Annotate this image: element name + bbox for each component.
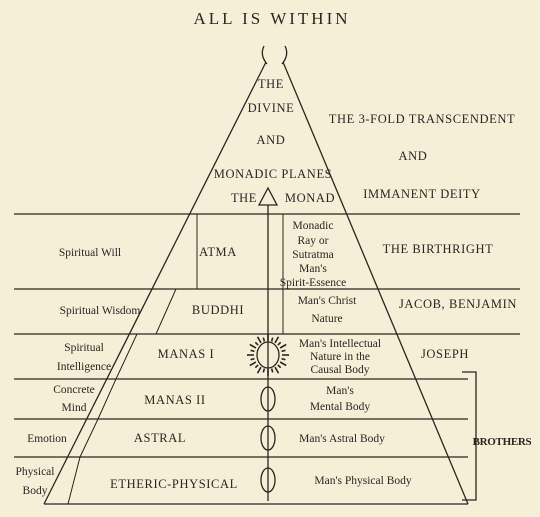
star-ray [249, 361, 257, 367]
manas2-inner-divider [97, 378, 117, 420]
star-ray [279, 361, 287, 367]
apex-right-hook [281, 45, 288, 65]
level-2-inner-label: Man's Intellectual [299, 338, 381, 350]
level-1-inner-label: Man's Christ [298, 295, 357, 307]
apex-line-and: AND [257, 133, 286, 147]
physical-body-oval-icon [260, 467, 276, 493]
level-1-right-label: JACOB, BENJAMIN [399, 297, 517, 311]
level-3-inner-label: Man's [326, 385, 354, 397]
star-ray [270, 368, 274, 373]
pyramid-left-side [43, 61, 267, 505]
star-ray [256, 336, 262, 344]
causal-body-oval-icon [256, 341, 280, 369]
level-0-inner-label: Man's [299, 263, 327, 275]
star-ray [274, 366, 280, 374]
level-4-left-label: Emotion [27, 433, 67, 445]
level-2-right-label: JOSEPH [421, 347, 469, 361]
star-ray [254, 364, 259, 369]
level-0-left-label: Spiritual Will [59, 247, 121, 259]
star-ray [270, 337, 274, 342]
apex-monad: MONAD [285, 191, 335, 205]
apex-line-divine: DIVINE [248, 101, 295, 115]
causal-body-star-icon [247, 334, 289, 376]
star-ray [250, 349, 255, 353]
level-0-inner-label: Monadic [293, 220, 334, 232]
level-2-left-label: Intelligence [57, 361, 111, 373]
level-0-right-label: THE BIRTHRIGHT [383, 242, 494, 256]
level-5-left-label: Body [23, 485, 48, 497]
level-2-left-label: Spiritual [64, 342, 104, 354]
level-5-plane-name: ETHERIC-PHYSICAL [110, 477, 238, 491]
astral-body-oval-icon [260, 425, 276, 451]
level-0-inner-label: Sutratma [292, 249, 334, 261]
level-3-left-label: Concrete [53, 384, 95, 396]
star-ray [281, 357, 286, 361]
deity-line-2: AND [399, 149, 428, 163]
deity-line-3: IMMANENT DEITY [363, 187, 481, 201]
star-ray [262, 337, 266, 342]
brothers-label: BROTHERS [473, 436, 532, 448]
star-ray [279, 343, 287, 349]
star-ray [277, 341, 282, 346]
brothers-bracket [462, 371, 477, 501]
level-3-plane-name: MANAS II [144, 393, 205, 407]
level-3-inner-label: Mental Body [310, 401, 371, 413]
apex-the: THE [231, 191, 257, 205]
level-1-inner-label: Nature [311, 313, 342, 325]
physical-inner-divider [67, 456, 81, 505]
star-ray [281, 349, 286, 353]
astral-inner-divider [79, 418, 99, 458]
monad-triangle-icon [257, 186, 279, 206]
level-4-plane-name: ASTRAL [134, 431, 186, 445]
level-0-plane-name: ATMA [199, 245, 237, 259]
star-ray [256, 366, 262, 374]
star-ray [249, 343, 257, 349]
level-3-left-label: Mind [62, 402, 87, 414]
level-2-inner-label: Nature in the [310, 351, 370, 363]
apex-left-hook [261, 45, 268, 65]
star-ray [250, 357, 255, 361]
level-0-inner-label: Spirit-Essence [280, 277, 346, 289]
star-ray [277, 364, 282, 369]
level-2-inner-label: Causal Body [310, 364, 369, 376]
manas1-inner-divider [115, 333, 138, 380]
level-2-plane-name: MANAS I [158, 347, 215, 361]
level-4-inner-label: Man's Astral Body [299, 433, 385, 445]
apex-monadic-planes: MONADIC PLANES [214, 167, 332, 181]
pyramid-right-side [282, 61, 469, 505]
apex-line-the: THE [258, 77, 284, 91]
level-1-plane-name: BUDDHI [192, 303, 244, 317]
mental-body-oval-icon [260, 386, 276, 412]
buddhi-inner-divider-left [155, 288, 177, 335]
level-5-inner-label: Man's Physical Body [314, 475, 412, 487]
star-ray [262, 368, 266, 373]
deity-line-1: THE 3-FOLD TRANSCENDENT [329, 112, 515, 126]
level-0-inner-label: Ray or [298, 235, 329, 247]
diagram-title: ALL IS WITHIN [193, 9, 350, 28]
level-5-left-label: Physical [16, 466, 55, 478]
star-ray [254, 341, 259, 346]
star-ray [274, 336, 280, 344]
level-1-left-label: Spiritual Wisdom [60, 305, 141, 317]
